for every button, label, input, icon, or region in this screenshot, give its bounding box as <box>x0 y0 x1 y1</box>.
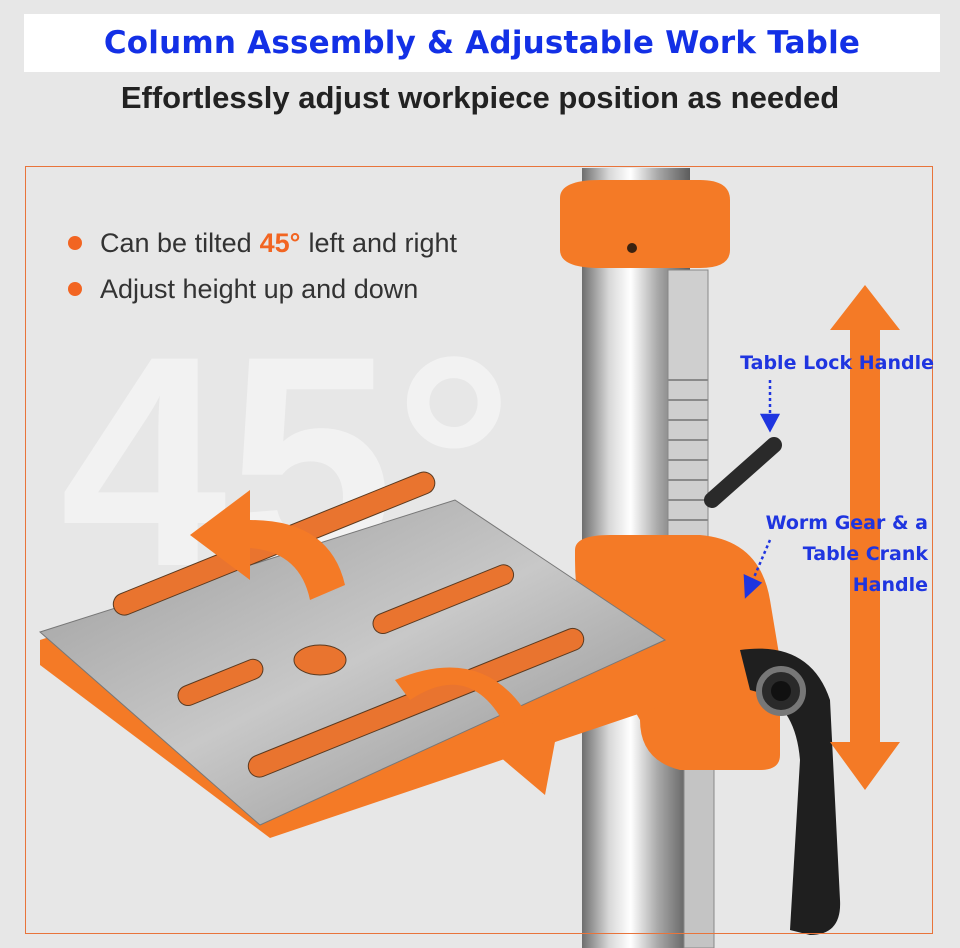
image-frame <box>25 166 933 934</box>
feature-list: Can be tilted 45° left and right Adjust … <box>68 220 457 312</box>
feature-tilt: Can be tilted 45° left and right <box>68 220 457 266</box>
title-bar: Column Assembly & Adjustable Work Table <box>24 14 940 72</box>
height-arrow <box>830 285 900 790</box>
top-collar <box>560 180 730 268</box>
annotation-worm-gear: Worm Gear & a Table Crank Handle <box>700 508 928 601</box>
page-subtitle: Effortlessly adjust workpiece position a… <box>120 80 840 115</box>
crank-handle <box>740 648 841 935</box>
bullet-dot-icon <box>68 282 82 296</box>
feature-tilt-suffix: left and right <box>308 227 458 258</box>
page-title: Column Assembly & Adjustable Work Table <box>103 25 861 61</box>
annotation-worm-gear-line1: Worm Gear & a <box>765 512 928 534</box>
annotation-worm-gear-line3: Handle <box>852 574 928 596</box>
tilt-arrow-left <box>190 490 345 600</box>
tilt-arrow-right <box>395 667 560 795</box>
feature-tilt-highlight: 45° <box>259 227 301 258</box>
annotation-pointers <box>743 380 781 599</box>
table-lock-lever <box>704 437 782 508</box>
bullet-dot-icon <box>68 236 82 250</box>
feature-height-text: Adjust height up and down <box>100 273 419 304</box>
annotation-table-lock: Table Lock Handle <box>740 352 934 374</box>
feature-tilt-prefix: Can be tilted <box>100 227 252 258</box>
table-bracket <box>575 535 780 770</box>
annotation-worm-gear-line2: Table Crank <box>802 543 928 565</box>
feature-height: Adjust height up and down <box>68 266 457 312</box>
